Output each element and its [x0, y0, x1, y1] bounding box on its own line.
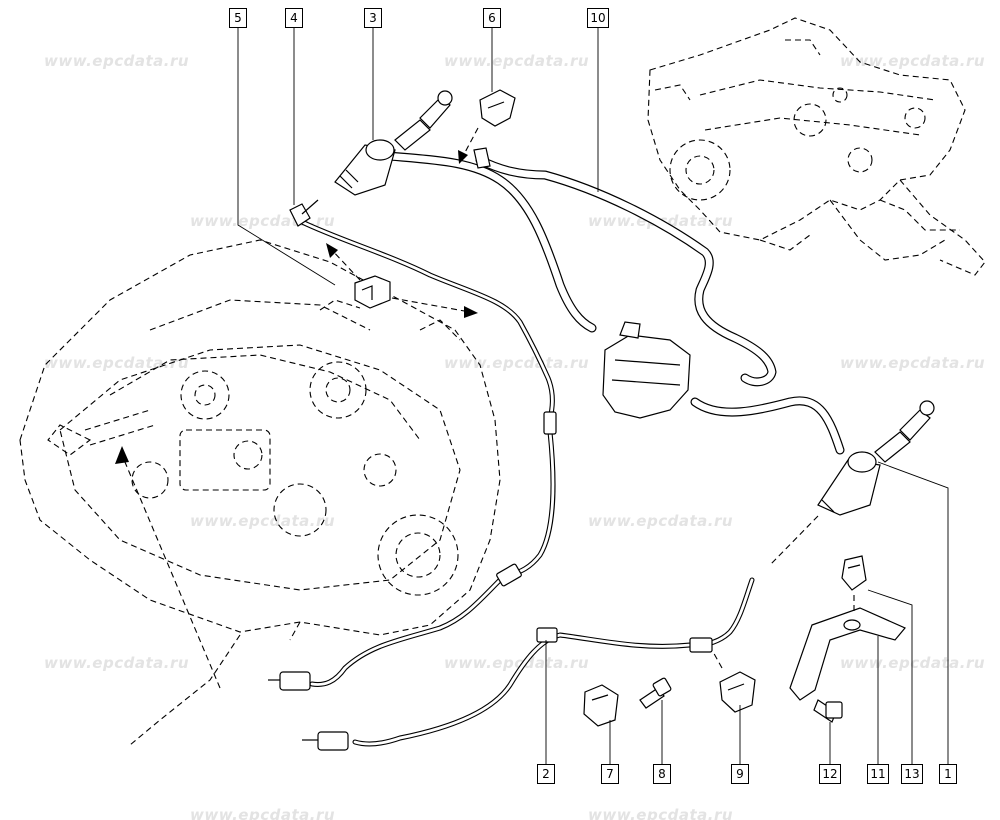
callout-6: 6	[483, 8, 501, 28]
callout-1: 1	[939, 764, 957, 784]
watermark: www.epcdata.ru	[44, 354, 190, 372]
clip-6	[479, 89, 516, 127]
fluid-reservoir	[602, 321, 691, 419]
callout-10: 10	[587, 8, 609, 28]
watermark: www.epcdata.ru	[190, 512, 336, 530]
callout-13: 13	[901, 764, 923, 784]
pedal-assembly-outline	[647, 17, 986, 276]
connector-4	[289, 199, 319, 227]
callout-11: 11	[867, 764, 889, 784]
master-cylinder-3	[334, 90, 453, 196]
callout-5: 5	[229, 8, 247, 28]
clip-9	[719, 671, 756, 713]
hydraulic-line-lower	[352, 577, 755, 747]
clip-5	[354, 275, 391, 309]
arrow-icon	[326, 243, 478, 318]
hydraulic-line-upper	[299, 219, 557, 687]
arrow-icon	[769, 515, 819, 566]
watermark: www.epcdata.ru	[840, 354, 986, 372]
watermark: www.epcdata.ru	[588, 512, 734, 530]
watermark: www.epcdata.ru	[444, 654, 590, 672]
watermark: www.epcdata.ru	[190, 806, 336, 820]
callout-8: 8	[653, 764, 671, 784]
callout-9: 9	[731, 764, 749, 784]
slave-connector-upper	[268, 671, 311, 691]
watermark: www.epcdata.ru	[44, 52, 190, 70]
watermark: www.epcdata.ru	[840, 52, 986, 70]
master-cylinder-1	[817, 400, 935, 516]
pin-13	[841, 555, 867, 591]
slave-connector-lower	[302, 731, 349, 751]
arrow-icon	[458, 127, 479, 164]
watermark: www.epcdata.ru	[444, 52, 590, 70]
bracket-11	[789, 607, 906, 701]
leader-lines	[237, 26, 949, 764]
arrow-icon	[711, 649, 723, 669]
gearbox-outline	[19, 239, 501, 746]
callout-4: 4	[285, 8, 303, 28]
bolt-8	[639, 677, 672, 709]
callout-12: 12	[819, 764, 841, 784]
arrow-icon	[115, 446, 221, 689]
watermark: www.epcdata.ru	[44, 654, 190, 672]
callout-2: 2	[537, 764, 555, 784]
callout-7: 7	[601, 764, 619, 784]
callout-3: 3	[364, 8, 382, 28]
tube-10	[473, 147, 777, 387]
watermark: www.epcdata.ru	[588, 806, 734, 820]
clip-7	[583, 684, 619, 727]
reservoir-hose-upper	[373, 150, 597, 333]
bolt-12	[813, 699, 843, 723]
reservoir-hose-lower	[690, 396, 845, 455]
